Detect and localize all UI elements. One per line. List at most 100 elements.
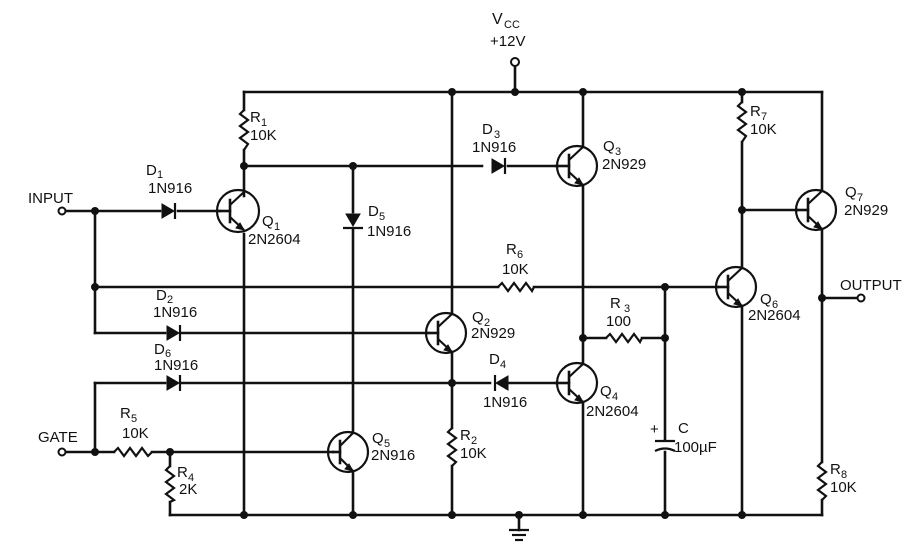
r7-num: 7 [761, 111, 767, 123]
junction-dot [661, 283, 669, 291]
input-terminal[interactable]: INPUT [28, 190, 73, 216]
vcc-voltage: +12V [490, 33, 525, 50]
q1-num: 1 [274, 221, 280, 233]
r8-ref: R [830, 461, 841, 478]
q1-part: 2N2604 [248, 231, 301, 248]
ground-icon [509, 528, 529, 542]
d4-ref: D [489, 351, 500, 368]
vcc-terminal[interactable]: V CC +12V [490, 11, 525, 67]
resistor-r3: R 3 100 [605, 295, 643, 345]
q6-part: 2N2604 [748, 307, 801, 324]
q1-ref: Q [262, 213, 274, 230]
r5-ref: R [120, 405, 131, 422]
diode-icon [166, 375, 180, 391]
junction-dot [349, 511, 357, 519]
d2-ref: D [156, 287, 167, 304]
transistor-q1: Q 1 2N2604 [215, 188, 301, 248]
r7-ref: R [750, 103, 761, 120]
resistor-icon [164, 465, 177, 503]
resistor-icon [238, 109, 250, 151]
junction-dot [515, 511, 523, 519]
junction-dot [738, 206, 746, 214]
q7-num: 7 [857, 192, 863, 204]
q5-num: 5 [384, 438, 390, 450]
d6-part: 1N916 [154, 357, 198, 374]
capacitor-icon [654, 439, 676, 452]
q2-part: 2N929 [471, 325, 515, 342]
r8-num: 8 [841, 469, 847, 481]
gate-terminal[interactable]: GATE [38, 429, 78, 457]
transistor-q6: Q 6 2N2604 [714, 265, 801, 324]
q5-part: 2N916 [371, 447, 415, 464]
gate-terminal-icon[interactable] [57, 447, 67, 457]
transistor-icon [215, 188, 261, 234]
output-terminal-icon[interactable] [856, 293, 866, 303]
transistor-q7: Q 7 2N929 [794, 184, 888, 232]
r3-value: 100 [606, 313, 631, 330]
transistor-q2: Q 2 2N929 [424, 309, 515, 355]
q2-ref: Q [472, 309, 484, 326]
resistor-r8: R 8 10K [816, 461, 857, 501]
input-terminal-icon[interactable] [57, 206, 67, 216]
r8-value: 10K [830, 479, 857, 496]
d3-part: 1N916 [472, 139, 516, 156]
vcc-terminal-icon[interactable] [510, 57, 520, 67]
resistor-icon [113, 446, 153, 458]
q3-part: 2N929 [602, 156, 646, 173]
r3-num: 3 [624, 303, 630, 315]
transistor-icon [794, 188, 838, 232]
q4-ref: Q [600, 383, 612, 400]
r1-value: 10K [250, 127, 277, 144]
r2-value: 10K [460, 445, 487, 462]
transistor-q4: Q 4 2N2604 [554, 361, 639, 420]
junction-dot [91, 448, 99, 456]
capacitor-value: 100µF [674, 439, 717, 456]
resistor-icon [497, 281, 535, 294]
d1-part: 1N916 [148, 180, 192, 197]
diode-d6: D 6 1N916 [154, 341, 198, 391]
r7-value: 10K [750, 121, 777, 138]
r6-ref: R [506, 241, 517, 258]
r4-ref: R [177, 464, 188, 481]
resistor-r1: R 1 10K [238, 109, 277, 151]
gate-label: GATE [38, 429, 78, 446]
junction-dot [738, 511, 746, 519]
junction-dot [349, 162, 357, 170]
d1-num: 1 [157, 169, 163, 181]
diode-icon [495, 375, 509, 391]
diode-icon [166, 325, 180, 341]
junction-dot [661, 511, 669, 519]
d2-num: 2 [167, 294, 173, 306]
resistor-r6: R 6 10K [497, 241, 535, 294]
d2-part: 1N916 [153, 304, 197, 321]
wires [64, 64, 860, 532]
junction-dot [448, 88, 456, 96]
d4-part: 1N916 [483, 394, 527, 411]
capacitor-polarity: + [650, 421, 659, 438]
r6-value: 10K [502, 261, 529, 278]
d5-part: 1N916 [367, 223, 411, 240]
d4-num: 4 [500, 359, 506, 371]
junction-dot [661, 334, 669, 342]
junction-dot [448, 511, 456, 519]
resistor-icon [605, 332, 643, 345]
vcc-label: V [492, 11, 503, 28]
junction-dot [579, 88, 587, 96]
transistor-icon [554, 144, 599, 188]
junction-dot [91, 207, 99, 215]
output-terminal[interactable]: OUTPUT [840, 277, 902, 303]
diode-d1: D 1 1N916 [146, 162, 192, 219]
diode-d3: D 3 1N916 [472, 121, 516, 174]
diode-icon [491, 158, 505, 174]
junction-dot [240, 511, 248, 519]
d6-ref: D [154, 341, 165, 358]
d3-num: 3 [494, 129, 500, 141]
junction-dot [738, 88, 746, 96]
resistor-r2: R 2 10K [446, 427, 487, 467]
transistor-icon [714, 265, 758, 309]
junction-dot [166, 448, 174, 456]
q3-ref: Q [603, 138, 615, 155]
d1-ref: D [146, 162, 157, 179]
resistor-r4: R 4 2K [164, 464, 197, 503]
